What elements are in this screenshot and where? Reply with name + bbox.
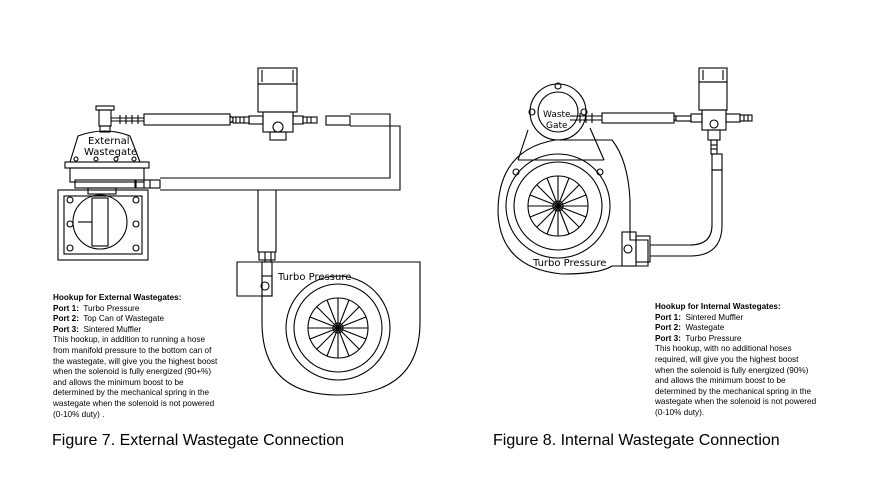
turbocharger-fig7 [236, 252, 421, 396]
description-line-5-fig7: and allows the minimum boost to be [53, 377, 184, 387]
figure7-notes: Hookup for External Wastegates: Port 1: … [53, 293, 268, 420]
description-line-7-fig7: wastegate when the solenoid is not power… [53, 398, 215, 408]
port-1-fig7: Port 1: Turbo Pressure [53, 304, 268, 315]
port-3-fig7: Port 3: Sintered Muffler [53, 325, 268, 336]
notes-heading-fig8: Hookup for Internal Wastegates: [655, 302, 781, 311]
figure8-notes: Hookup for Internal Wastegates: Port 1: … [655, 302, 870, 419]
description-line-3-fig8: when the solenoid is fully energized (90… [655, 365, 809, 375]
sintered-muffler-fig7 [325, 115, 351, 126]
description-line-1-fig8: This hookup, with no additional hoses [655, 344, 792, 354]
port-1-key-fig8: Port 1: [655, 312, 681, 322]
port-3-value-fig7: Sintered Muffler [83, 324, 142, 334]
description-line-8-fig7: (0-10% duty) . [53, 409, 105, 419]
port-2-fig8: Port 2: Wastegate [655, 323, 870, 334]
port-2-value-fig8: Wastegate [685, 323, 725, 333]
hose-wastegate-top-fig7 [95, 105, 234, 133]
external-wastegate [57, 130, 161, 261]
description-line-4-fig8: and allows the minimum boost to be [655, 376, 786, 386]
hose-turbo-pressure-fig7 [160, 113, 401, 261]
figure8-caption: Figure 8. Internal Wastegate Connection [493, 432, 780, 449]
description-line-1-fig7: This hookup, in addition to running a ho… [53, 335, 206, 345]
turbo-pressure-label-fig7: Turbo Pressure [277, 272, 351, 283]
wastegate-label-line2-fig7: Wastegate [84, 147, 137, 158]
description-line-2-fig7: from manifold pressure to the bottom can… [53, 345, 212, 355]
port-2-fig7: Port 2: Top Can of Wastegate [53, 314, 268, 325]
description-line-2-fig8: required, will give you the highest boos… [655, 354, 799, 364]
figure7-caption: Figure 7. External Wastegate Connection [52, 432, 345, 449]
description-line-6-fig8: wastegate when the solenoid is not power… [655, 397, 817, 407]
port-1-key-fig7: Port 1: [53, 303, 79, 313]
port-1-fig8: Port 1: Sintered Muffler [655, 313, 870, 324]
port-3-key-fig7: Port 3: [53, 324, 79, 334]
description-line-6-fig7: determined by the mechanical spring in t… [53, 388, 210, 398]
port-1-value-fig7: Turbo Pressure [83, 303, 140, 313]
description-line-3-fig7: the wastegate, will give you the highest… [53, 356, 218, 366]
description-line-7-fig8: (0-10% duty). [655, 407, 705, 417]
port-2-key-fig7: Port 2: [53, 314, 79, 324]
port-3-fig8: Port 3: Turbo Pressure [655, 334, 870, 345]
port-2-value-fig7: Top Can of Wastegate [83, 314, 165, 324]
notes-heading-fig7: Hookup for External Wastegates: [53, 293, 182, 302]
port-2-key-fig8: Port 2: [655, 323, 681, 333]
port-3-value-fig8: Turbo Pressure [685, 333, 742, 343]
port-1-value-fig8: Sintered Muffler [685, 312, 744, 322]
wastegate-label-line1-fig7: External [88, 136, 130, 147]
description-line-5-fig8: determined by the mechanical spring in t… [655, 386, 812, 396]
port-3-key-fig8: Port 3: [655, 333, 681, 343]
boost-solenoid-fig7 [232, 67, 318, 141]
description-line-4-fig7: when the solenoid is fully energized (90… [53, 367, 212, 377]
